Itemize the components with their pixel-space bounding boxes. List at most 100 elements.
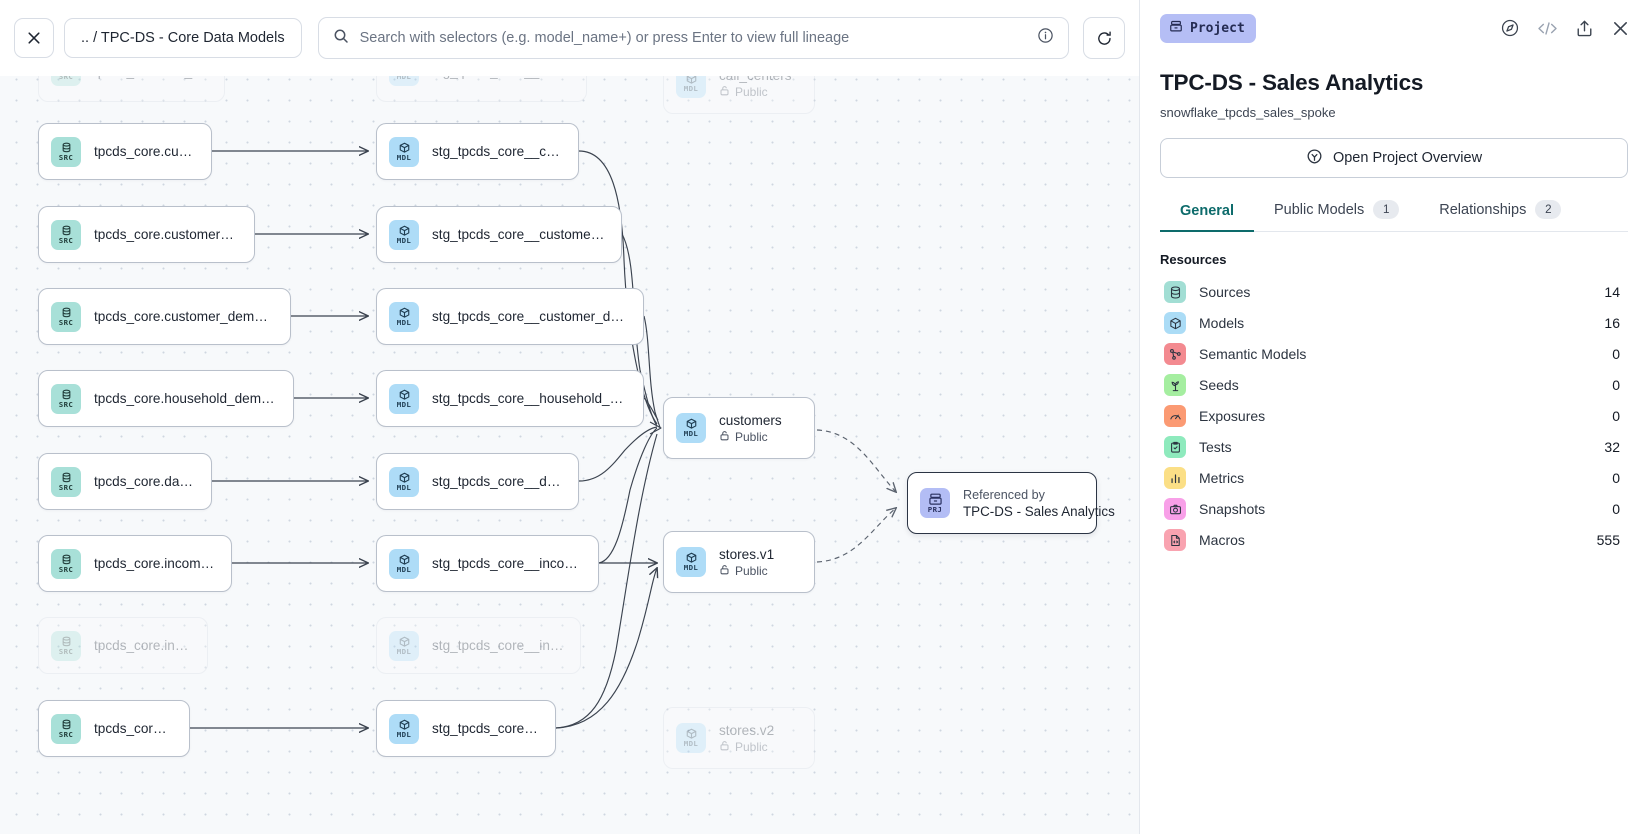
node-body: stg_tpcds_core__customer (432, 144, 562, 159)
graph-node-src-income-band[interactable]: SRC tpcds_core.income_band (38, 535, 232, 592)
mdl-badge-label: MDL (396, 482, 412, 492)
mdl-badge-label: MDL (396, 646, 412, 656)
node-label: stg_tpcds_core__date_dim (432, 474, 562, 489)
graph-node-mdl-cust-demo[interactable]: MDL stg_tpcds_core__customer_demogra… (376, 288, 644, 345)
src-badge-icon: SRC (51, 548, 81, 579)
src-badge-label: SRC (58, 564, 74, 574)
graph-node-mdl-customer[interactable]: MDL stg_tpcds_core__customer (376, 123, 579, 180)
semantic-graph-icon (1164, 343, 1186, 366)
search-input[interactable] (359, 30, 1026, 46)
resource-row-models[interactable]: Models 16 (1158, 308, 1630, 339)
project-identifier: snowflake_tpcds_sales_spoke (1160, 105, 1336, 120)
share-icon[interactable] (1575, 19, 1594, 38)
refresh-button[interactable] (1083, 17, 1125, 59)
node-label: stg_tpcds_core__customer_demogra… (432, 309, 627, 324)
project-node-caption: Referenced by (963, 487, 1045, 502)
mdl-badge-icon: MDL (676, 413, 706, 443)
mdl-badge-icon: MDL (389, 548, 419, 579)
resource-row-macros[interactable]: Macros 555 (1158, 525, 1630, 556)
node-body: tpcds_core.customer (94, 144, 195, 159)
resource-count: 32 (1604, 439, 1620, 456)
node-label: stg_tpcds_core__store (432, 721, 539, 736)
src-badge-label: SRC (58, 317, 74, 327)
explore-icon[interactable] (1500, 18, 1520, 38)
project-node-title: TPC-DS - Sales Analytics (963, 503, 1115, 519)
mdl-badge-icon: MDL (389, 301, 419, 332)
node-body: stg_tpcds_core__household_demogr… (432, 391, 627, 406)
node-label: tpcds_core.customer_demographics (94, 309, 274, 324)
resource-label: Models (1199, 315, 1245, 332)
graph-node-mdl-hh-demo[interactable]: MDL stg_tpcds_core__household_demogr… (376, 370, 644, 427)
src-badge-icon: SRC (51, 383, 81, 414)
tab-general[interactable]: General (1160, 203, 1254, 232)
node-body: tpcds_core.household_demographics (94, 391, 277, 406)
mdl-badge-icon: MDL (389, 136, 419, 167)
graph-node-src-cust-demo[interactable]: SRC tpcds_core.customer_demographics (38, 288, 291, 345)
mdl-badge-icon: MDL (676, 547, 706, 577)
src-badge-icon: SRC (51, 630, 81, 661)
close-lineage-button[interactable] (14, 18, 54, 58)
code-icon[interactable] (1537, 20, 1558, 37)
resource-count: 16 (1604, 315, 1620, 332)
node-access: Public (719, 564, 774, 578)
node-label: tpcds_core.income_band (94, 556, 215, 571)
graph-node-mdl-income-band[interactable]: MDL stg_tpcds_core__income_band (376, 535, 599, 592)
resource-count: 0 (1612, 346, 1620, 363)
resource-count: 0 (1612, 470, 1620, 487)
mdl-badge-icon: MDL (389, 219, 419, 250)
node-access: Public (719, 740, 774, 754)
node-label: stg_tpcds_core__household_demogr… (432, 391, 627, 406)
info-icon[interactable] (1037, 27, 1054, 49)
graph-node-mdl-date-dim[interactable]: MDL stg_tpcds_core__date_dim (376, 453, 579, 510)
resource-count: 0 (1612, 377, 1620, 394)
node-access: Public (719, 430, 782, 444)
open-project-overview-label: Open Project Overview (1332, 150, 1483, 166)
mdl-badge-label: MDL (396, 399, 412, 409)
graph-node-project-referenced-by[interactable]: PRJ Referenced by TPC-DS - Sales Analyti… (907, 472, 1115, 534)
gauge-icon (1164, 405, 1186, 428)
lineage-canvas[interactable]: SRCtpcds_core.call_centerSRCtpcds_core.c… (0, 0, 1140, 834)
node-label: customers (719, 412, 782, 428)
project-type-chip[interactable]: Project (1160, 13, 1256, 43)
mdl-badge-label: MDL (683, 563, 699, 572)
node-label: stg_tpcds_core__income_band (432, 556, 582, 571)
resource-label: Sources (1199, 284, 1251, 301)
breadcrumb[interactable]: .. / TPC-DS - Core Data Models (64, 18, 302, 58)
node-body: tpcds_core.customer_demographics (94, 309, 274, 324)
tab-count-badge: 2 (1535, 200, 1562, 219)
resource-count: 555 (1596, 532, 1620, 549)
search-icon (333, 28, 349, 49)
src-badge-icon: SRC (51, 466, 81, 497)
mdl-badge-label: MDL (396, 729, 412, 739)
open-project-overview-button[interactable]: Open Project Overview (1160, 138, 1628, 178)
graph-node-mdl-store[interactable]: MDL stg_tpcds_core__store (376, 700, 556, 757)
tab-count-badge: 1 (1373, 200, 1400, 219)
search-bar[interactable] (317, 17, 1069, 59)
resource-label: Exposures (1199, 408, 1266, 425)
resource-label: Macros (1199, 532, 1245, 549)
node-body: tpcds_core.customer_address (94, 227, 238, 242)
src-badge-label: SRC (58, 399, 74, 409)
node-label: stg_tpcds_core__customer (432, 144, 562, 159)
close-panel-icon[interactable] (1611, 19, 1630, 38)
graph-node-src-hh-demo[interactable]: SRC tpcds_core.household_demographics (38, 370, 294, 427)
